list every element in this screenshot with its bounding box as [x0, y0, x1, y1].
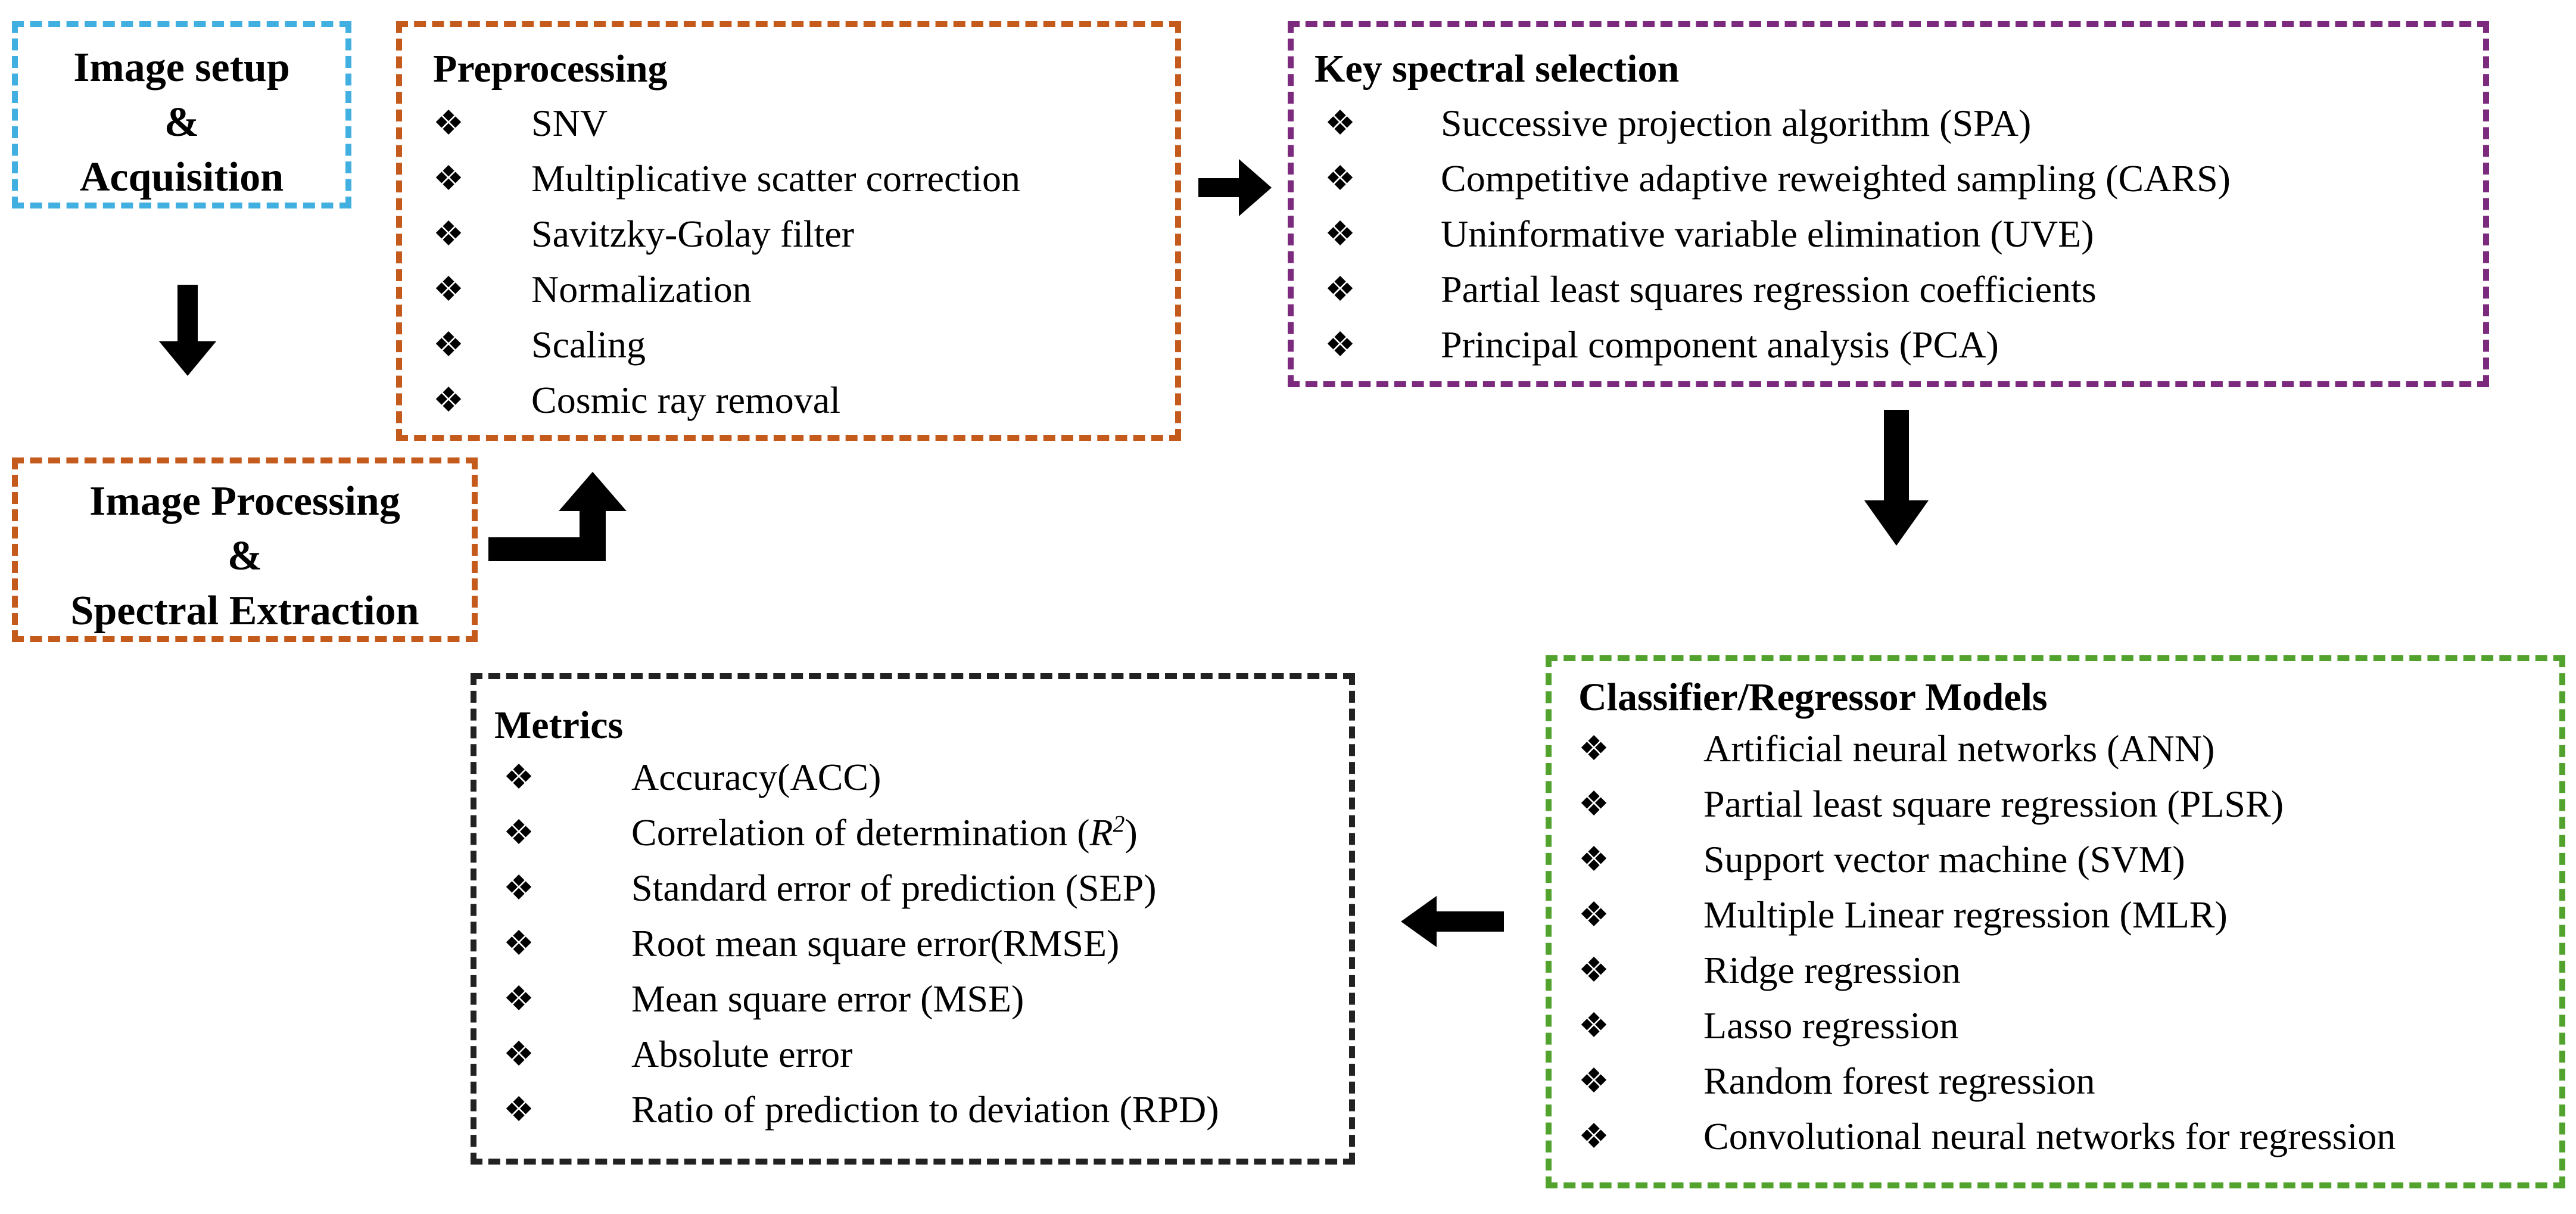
image-processing-line-2: &	[227, 533, 263, 579]
image-setup-box: Image setup & Acquisition	[12, 21, 351, 208]
bullet-icon: ❖	[503, 758, 534, 796]
models-item-label: Random forest regression	[1703, 1060, 2095, 1102]
bullet-icon: ❖	[1578, 840, 1609, 879]
arrow-right	[1198, 159, 1272, 216]
models-item-label: Ridge regression	[1703, 949, 1961, 991]
image-processing-box: Image Processing & Spectral Extraction	[12, 457, 478, 642]
image-setup-line-2: &	[164, 99, 200, 145]
bullet-icon: ❖	[1578, 951, 1609, 989]
metrics-item-label: Root mean square error(RMSE)	[631, 922, 1120, 964]
models-item-label: Support vector machine (SVM)	[1703, 838, 2185, 880]
bullet-icon: ❖	[1578, 729, 1609, 768]
key-spectral-item-label: Competitive adaptive reweighted sampling…	[1441, 157, 2231, 200]
bullet-icon: ❖	[1578, 1117, 1609, 1156]
preprocessing-item-label: Scaling	[531, 323, 646, 366]
bullet-icon: ❖	[503, 1035, 534, 1073]
metrics-box: Metrics ❖ Accuracy(ACC) ❖ Correlation of de…	[471, 673, 1355, 1165]
arrow-down-2	[1864, 410, 1929, 546]
models-item-label: Lasso regression	[1703, 1004, 1959, 1047]
bullet-icon: ❖	[1325, 270, 1356, 309]
preprocessing-item-label: Cosmic ray removal	[531, 379, 840, 421]
image-processing-line-1: Image Processing	[89, 478, 400, 524]
bullet-icon: ❖	[503, 1090, 534, 1129]
bullet-icon: ❖	[1578, 785, 1609, 823]
r-squared-exponent: 2	[1113, 811, 1125, 838]
metrics-item-label: Correlation of determination (R2)	[631, 811, 1138, 854]
bullet-icon: ❖	[503, 979, 534, 1018]
key-spectral-item-label: Uninformative variable elimination (UVE)	[1441, 213, 2094, 255]
bullet-icon: ❖	[433, 381, 464, 419]
bullet-icon: ❖	[1325, 214, 1356, 253]
bullet-icon: ❖	[1325, 104, 1356, 142]
arrow-elbow-up	[488, 472, 627, 561]
models-item-label: Convolutional neural networks for regres…	[1703, 1115, 2396, 1157]
key-spectral-title: Key spectral selection	[1315, 47, 1680, 91]
bullet-icon: ❖	[503, 813, 534, 852]
metrics-title: Metrics	[494, 704, 624, 747]
key-spectral-item-label: Partial least squares regression coeffic…	[1441, 268, 2097, 310]
arrow-left	[1401, 896, 1504, 947]
preprocessing-item-label: Normalization	[531, 268, 752, 310]
bullet-icon: ❖	[1325, 159, 1356, 198]
bullet-icon: ❖	[433, 325, 464, 364]
bullet-icon: ❖	[1325, 325, 1356, 364]
models-title: Classifier/Regressor Models	[1578, 676, 2048, 719]
preprocessing-item-label: Savitzky-Golay filter	[531, 213, 855, 255]
bullet-icon: ❖	[1578, 895, 1609, 934]
key-spectral-box: Key spectral selection ❖ Successive proje…	[1288, 21, 2489, 387]
preprocessing-item-label: SNV	[531, 102, 608, 144]
image-processing-line-3: Spectral Extraction	[70, 588, 419, 634]
r-squared-symbol: R2	[1089, 811, 1125, 854]
bullet-icon: ❖	[433, 214, 464, 253]
bullet-icon: ❖	[1578, 1006, 1609, 1045]
metrics-item-label: Absolute error	[631, 1033, 853, 1075]
metrics-item-label: Mean square error (MSE)	[631, 978, 1024, 1020]
preprocessing-item-label: Multiplicative scatter correction	[531, 157, 1020, 200]
models-box: Classifier/Regressor Models ❖ Artificial …	[1546, 655, 2565, 1188]
bullet-icon: ❖	[503, 924, 534, 963]
metrics-item-label: Ratio of prediction to deviation (RPD)	[631, 1088, 1219, 1131]
models-item-label: Multiple Linear regression (MLR)	[1703, 894, 2228, 936]
image-setup-line-3: Acquisition	[79, 154, 284, 200]
bullet-icon: ❖	[503, 869, 534, 907]
bullet-icon: ❖	[1578, 1062, 1609, 1100]
key-spectral-item-label: Successive projection algorithm (SPA)	[1441, 102, 2032, 144]
preprocessing-box: Preprocessing ❖ SNV ❖ Multiplicative scatte…	[396, 21, 1181, 441]
image-setup-line-1: Image setup	[73, 45, 290, 91]
key-spectral-item-label: Principal component analysis (PCA)	[1441, 323, 1999, 366]
models-item-label: Partial least square regression (PLSR)	[1703, 783, 2284, 825]
bullet-icon: ❖	[433, 104, 464, 142]
bullet-icon: ❖	[433, 159, 464, 198]
preprocessing-title: Preprocessing	[433, 47, 668, 91]
bullet-icon: ❖	[433, 270, 464, 309]
metrics-item-label: Standard error of prediction (SEP)	[631, 867, 1157, 909]
models-item-label: Artificial neural networks (ANN)	[1703, 727, 2215, 770]
arrow-down-1	[159, 285, 216, 376]
metrics-item-label: Accuracy(ACC)	[631, 756, 881, 798]
